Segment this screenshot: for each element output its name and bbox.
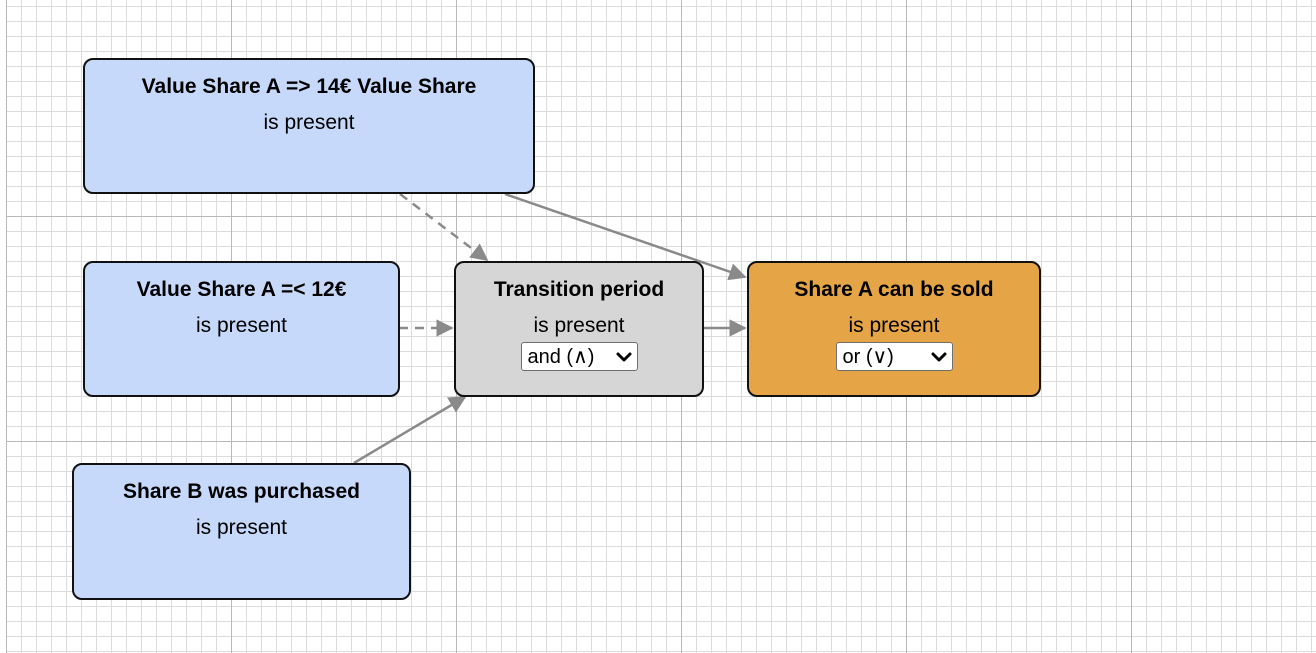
node-title: Value Share A =< 12€ xyxy=(136,278,347,301)
node-status: is present xyxy=(533,314,625,337)
operator-select-value: or (∨) xyxy=(842,346,894,368)
node-title: Share B was purchased xyxy=(123,480,360,503)
node-title: Share A can be sold xyxy=(794,278,994,301)
chevron-down-icon xyxy=(616,352,631,361)
node-status: is present xyxy=(848,314,940,337)
node-status: is present xyxy=(195,314,288,337)
node-share-b-purchased[interactable]: Share B was purchased is present xyxy=(72,463,411,600)
operator-select-value: and (∧) xyxy=(527,346,595,368)
node-transition-period[interactable]: Transition period is present and (∧) xyxy=(454,261,704,397)
node-status: is present xyxy=(263,111,355,134)
operator-select[interactable]: and (∧) xyxy=(520,342,638,371)
chevron-down-icon xyxy=(931,352,946,361)
node-share-a-can-be-sold[interactable]: Share A can be sold is present or (∨) xyxy=(747,261,1041,397)
node-value-share-a-12[interactable]: Value Share A =< 12€ is present xyxy=(83,261,400,397)
node-value-share-a-14[interactable]: Value Share A => 14€ Value Share is pres… xyxy=(83,58,535,194)
node-title: Transition period xyxy=(493,278,665,301)
operator-select[interactable]: or (∨) xyxy=(835,342,953,371)
node-title: Value Share A => 14€ Value Share xyxy=(141,75,477,98)
node-status: is present xyxy=(195,516,288,539)
